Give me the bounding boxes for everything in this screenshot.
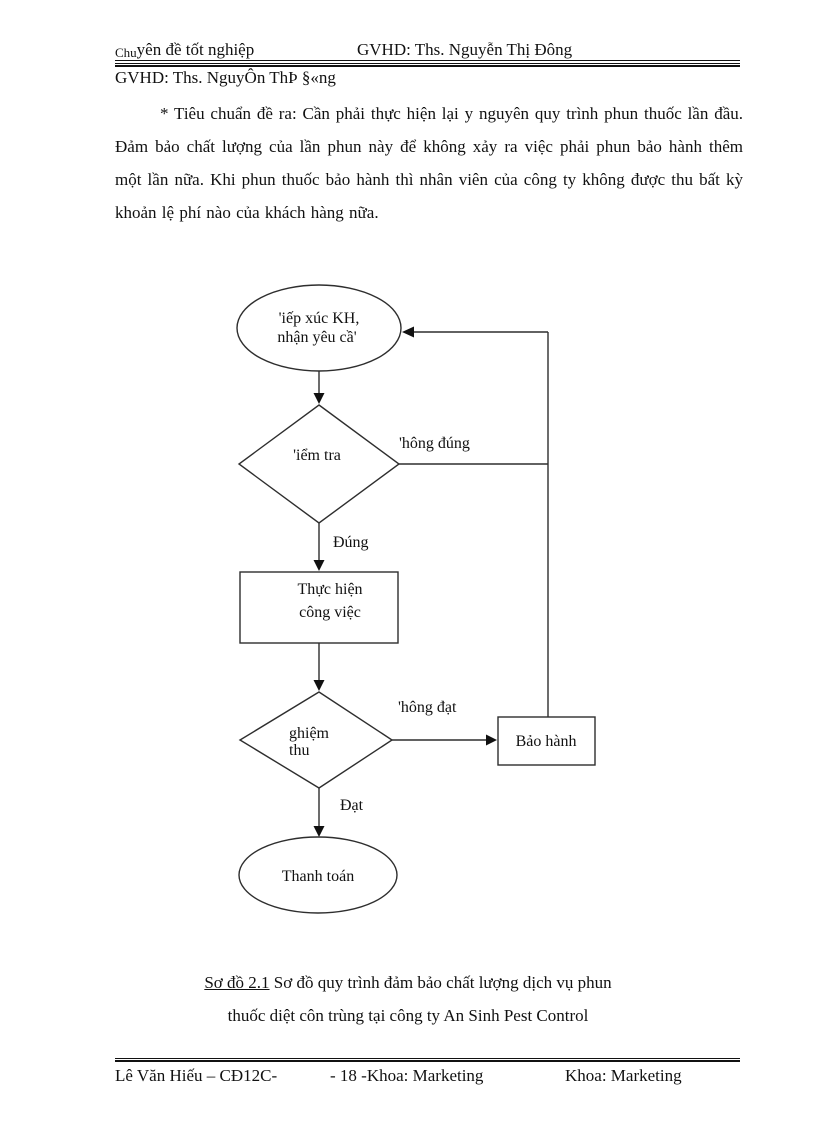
arrowhead-end <box>313 826 325 837</box>
decision2-label-line2: thu <box>289 742 309 759</box>
label-pass: Đạt <box>340 797 364 814</box>
label-wrong: 'hông đúng <box>399 435 470 452</box>
header-double-rule <box>115 63 740 67</box>
start-label-line2: nhận yêu cầ' <box>277 329 356 346</box>
arrowhead-into-start <box>402 326 414 338</box>
footer-faculty: Khoa: Marketing <box>565 1066 682 1085</box>
arrowhead-decision2 <box>313 680 325 691</box>
figure-caption: Sơ đồ 2.1 Sơ đồ quy trình đảm bảo chất l… <box>0 966 816 1032</box>
caption-line2: thuốc diệt côn trùng tại công ty An Sinh… <box>227 1006 589 1025</box>
start-ellipse <box>236 284 402 372</box>
arrowhead-process <box>313 560 325 571</box>
end-ellipse <box>238 836 398 914</box>
end-label: Thanh toán <box>282 868 354 885</box>
header-title: yên đề tốt nghiệp <box>136 40 255 59</box>
caption-line1: Sơ đồ 2.1 Sơ đồ quy trình đảm bảo chất l… <box>0 966 816 999</box>
decision1-label: 'iểm tra <box>293 447 341 464</box>
footer-double-rule <box>115 1058 740 1062</box>
footer-page-number: - 18 -Khoa: Marketing <box>330 1066 484 1085</box>
footer-author: Lê Văn Hiếu – CĐ12C- <box>115 1066 278 1085</box>
label-fail: 'hông đạt <box>398 699 457 716</box>
arrowhead-warranty <box>486 734 497 746</box>
warranty-label: Bảo hành <box>516 733 577 750</box>
caption-text: Sơ đồ quy trình đảm bảo chất lượng dịch … <box>269 973 612 992</box>
header-title-prefix: Chu <box>115 45 137 60</box>
header-advisor-line2: GVHD: Ths. NguyÔn ThÞ §«ng <box>115 68 336 87</box>
decision2-label-line1: ghiệm <box>289 725 330 742</box>
process-label-line1: Thực hiện <box>297 581 362 598</box>
decision1-diamond <box>237 404 401 524</box>
label-right: Đúng <box>333 534 369 551</box>
body-paragraph: * Tiêu chuẩn đề ra: Cần phải thực hiện l… <box>115 104 743 222</box>
process-label-line2: công việc <box>299 604 361 621</box>
warranty-rect <box>497 716 596 766</box>
header-line1: Chuyên đề tốt nghiệp GVHD: Ths. Nguyễn T… <box>115 40 740 61</box>
caption-number: Sơ đồ 2.1 <box>204 973 270 992</box>
arrowhead-decision1 <box>313 393 325 404</box>
header-advisor: GVHD: Ths. Nguyễn Thị Đông <box>357 40 573 59</box>
start-label-line1: 'iếp xúc KH, <box>279 310 360 327</box>
